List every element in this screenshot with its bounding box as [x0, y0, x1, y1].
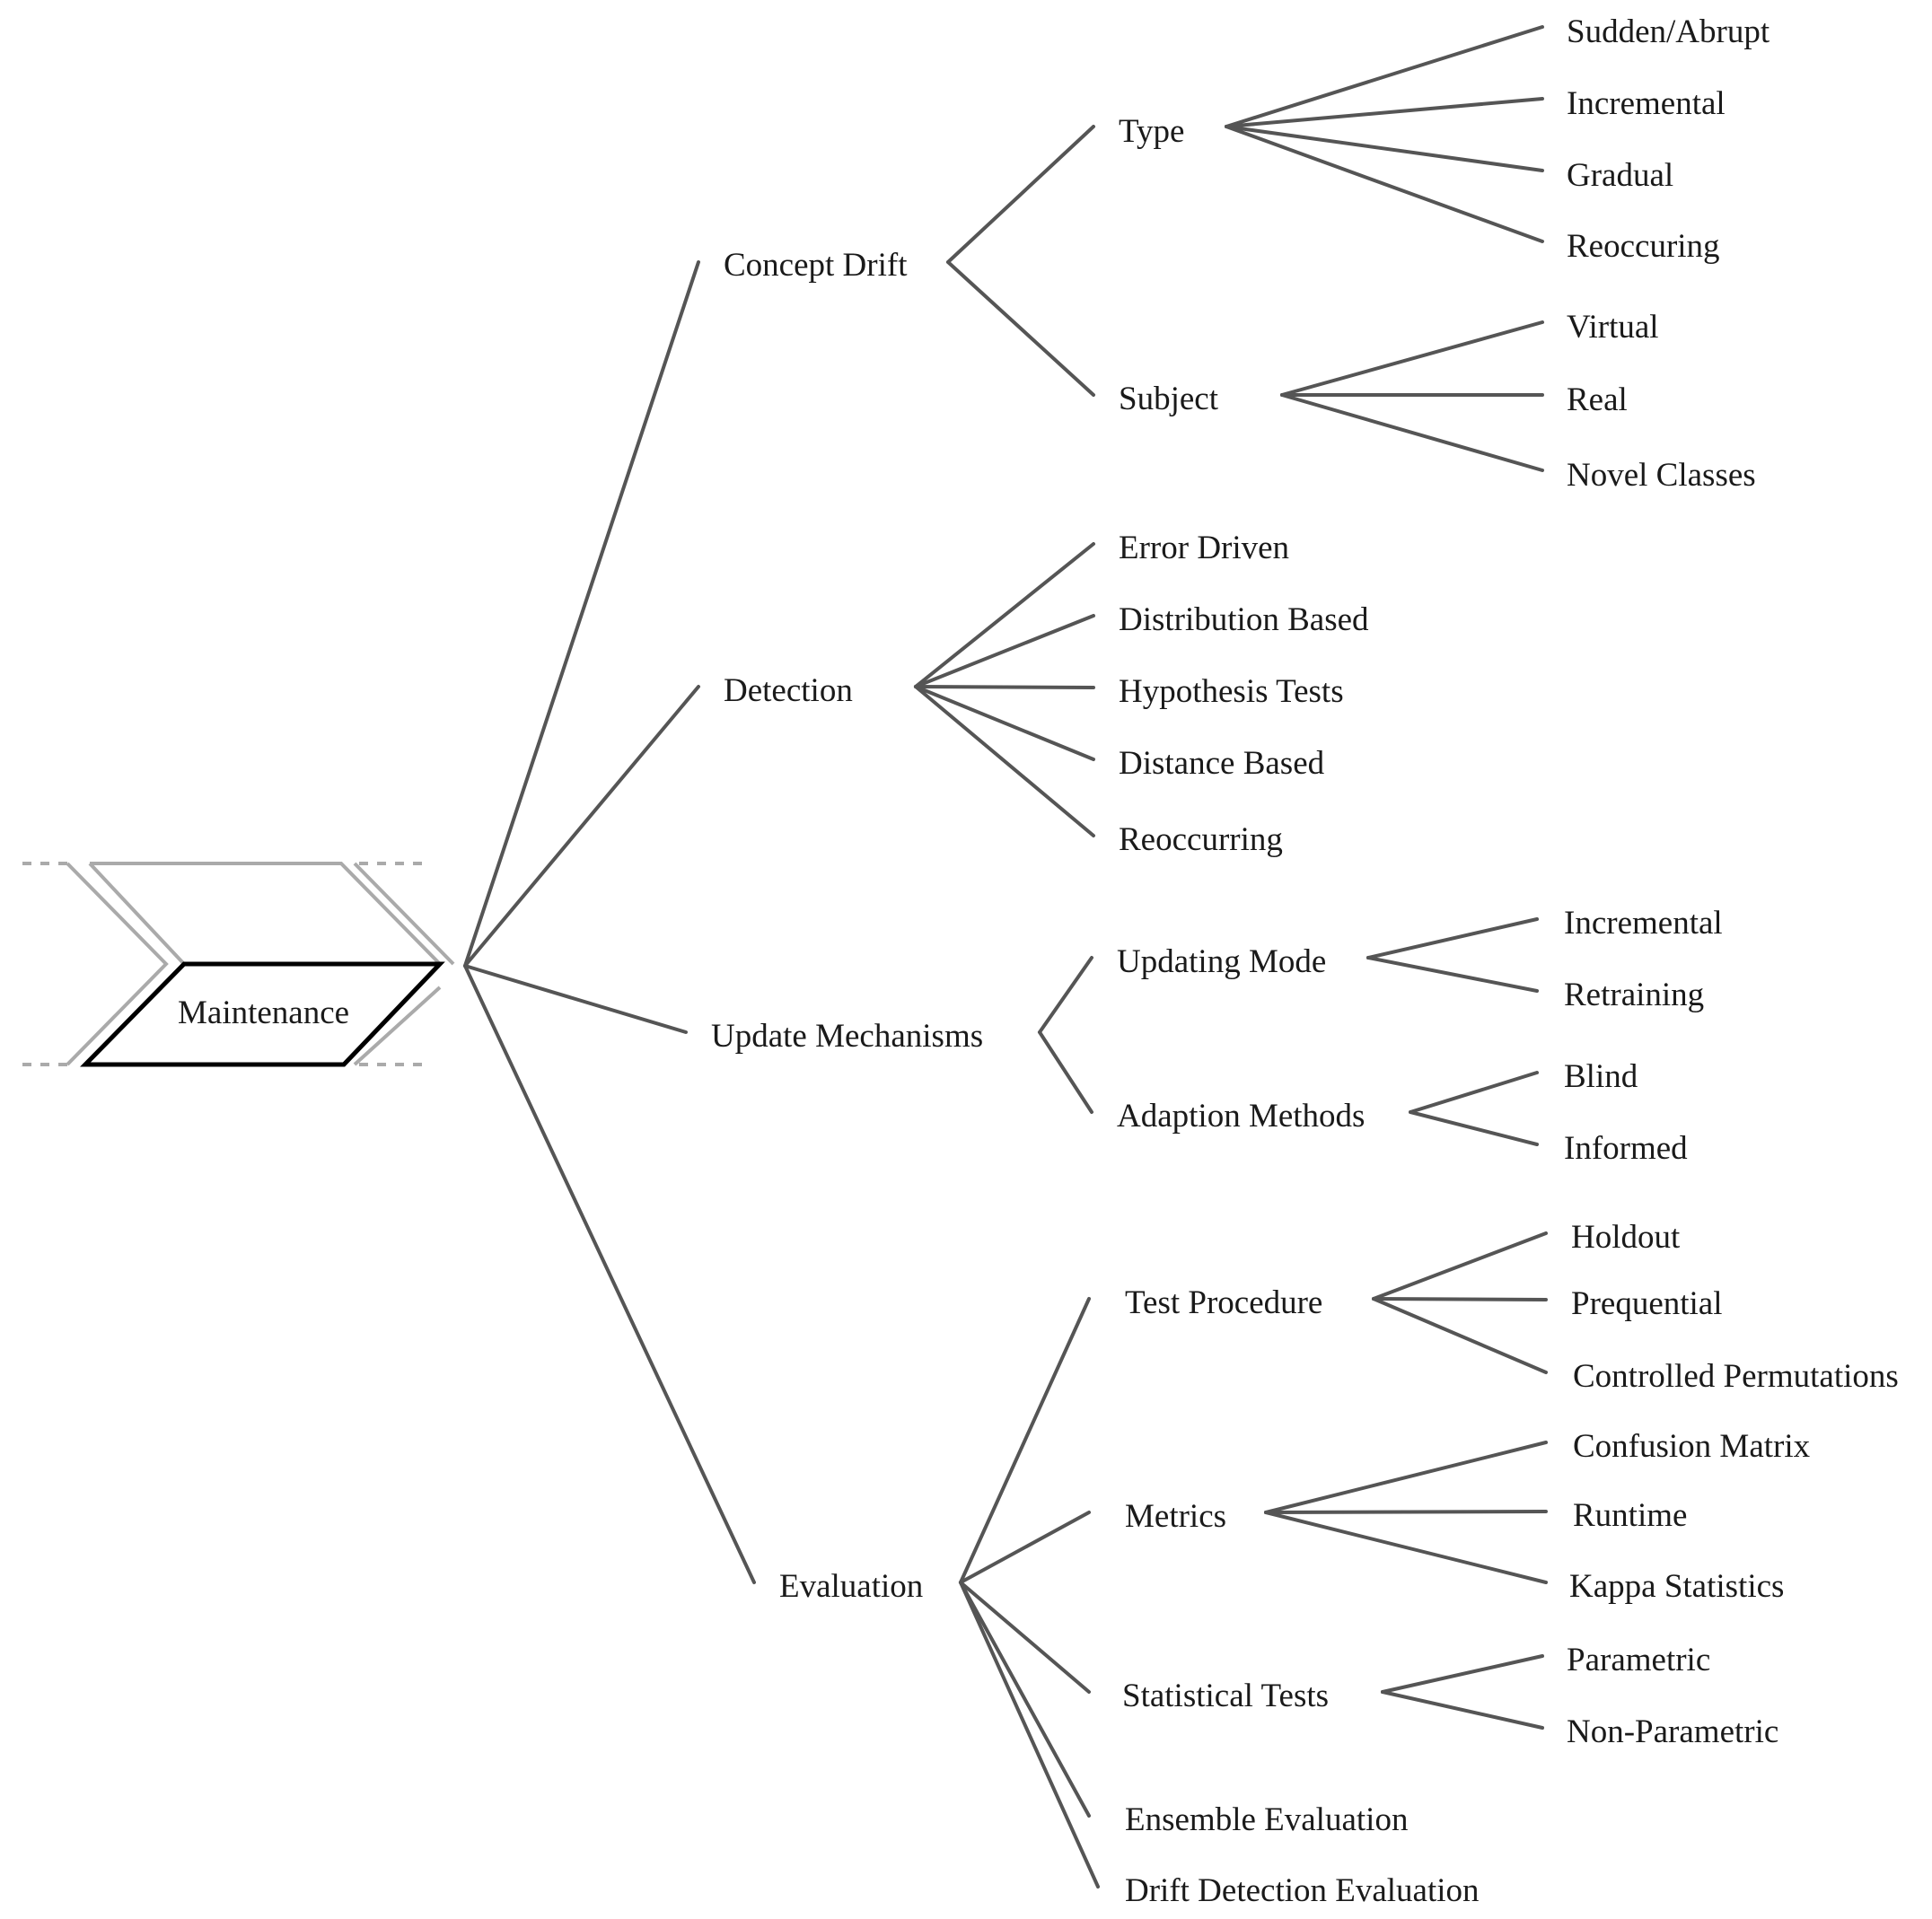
edge-detection-to-det-distribution	[914, 614, 1095, 688]
node-label-type-incremental: Incremental	[1567, 85, 1726, 122]
edge-update-to-updating-mode	[1038, 956, 1093, 1034]
node-label-tp-controlled: Controlled Permutations	[1573, 1358, 1899, 1395]
edge-detection-to-det-distance	[914, 685, 1095, 761]
edge-detection-to-det-error	[914, 542, 1095, 688]
edge-concept-drift-to-type	[946, 125, 1095, 264]
edge-updating-mode-to-um-retraining	[1366, 956, 1539, 993]
edge-type-to-type-reoccuring	[1225, 125, 1544, 243]
node-label-am-blind: Blind	[1564, 1058, 1638, 1095]
edge-stat-tests-to-st-nonparametric	[1381, 1690, 1544, 1730]
edge-update-to-adaption	[1038, 1030, 1093, 1114]
node-label-det-reoccurring: Reoccurring	[1119, 821, 1283, 858]
edge-detection-to-det-hypothesis	[914, 685, 1095, 689]
node-label-concept-drift: Concept Drift	[724, 247, 908, 284]
edge-maintenance-to-evaluation	[463, 964, 756, 1584]
node-label-stat-tests: Statistical Tests	[1122, 1678, 1329, 1714]
node-label-det-distribution: Distribution Based	[1119, 601, 1369, 638]
node-label-drift-detection-eval: Drift Detection Evaluation	[1125, 1872, 1480, 1909]
edge-subject-to-subject-novel	[1280, 393, 1544, 472]
tree-edges	[463, 25, 1548, 1888]
node-label-test-procedure: Test Procedure	[1125, 1284, 1322, 1321]
edge-test-procedure-to-tp-controlled	[1372, 1297, 1548, 1374]
edge-type-to-type-incremental	[1225, 97, 1544, 128]
node-label-st-parametric: Parametric	[1567, 1642, 1710, 1678]
edge-test-procedure-to-tp-prequential	[1372, 1297, 1548, 1301]
maintenance-shape	[80, 961, 445, 1067]
edge-adaption-to-am-informed	[1409, 1110, 1539, 1146]
node-label-adaption: Adaption Methods	[1117, 1098, 1365, 1135]
node-label-tp-holdout: Holdout	[1571, 1219, 1681, 1256]
edge-type-to-type-sudden	[1225, 25, 1544, 128]
edge-evaluation-to-test-procedure	[959, 1297, 1091, 1584]
node-label-maintenance: Maintenance	[178, 995, 349, 1031]
node-label-subject: Subject	[1119, 381, 1219, 417]
node-label-evaluation: Evaluation	[779, 1568, 923, 1605]
node-label-metrics: Metrics	[1125, 1498, 1226, 1535]
node-label-m-runtime: Runtime	[1573, 1497, 1687, 1534]
node-label-m-kappa: Kappa Statistics	[1569, 1568, 1784, 1605]
node-label-m-confusion: Confusion Matrix	[1573, 1428, 1811, 1465]
node-label-type: Type	[1119, 113, 1184, 150]
edge-evaluation-to-ensemble-eval	[959, 1581, 1091, 1818]
edge-evaluation-to-metrics	[959, 1511, 1091, 1584]
node-label-update: Update Mechanisms	[711, 1018, 983, 1055]
edge-type-to-type-gradual	[1225, 125, 1544, 172]
edge-evaluation-to-stat-tests	[959, 1581, 1091, 1694]
node-label-um-incremental: Incremental	[1564, 905, 1723, 942]
node-label-subject-virtual: Virtual	[1567, 309, 1659, 346]
node-label-type-reoccuring: Reoccuring	[1567, 228, 1720, 265]
edge-evaluation-to-drift-detection-eval	[959, 1581, 1100, 1888]
node-label-det-error: Error Driven	[1119, 530, 1289, 566]
edge-test-procedure-to-tp-holdout	[1372, 1231, 1548, 1301]
edge-stat-tests-to-st-parametric	[1381, 1654, 1544, 1694]
node-label-det-hypothesis: Hypothesis Tests	[1119, 673, 1344, 710]
node-label-type-sudden: Sudden/Abrupt	[1567, 13, 1770, 50]
node-label-um-retraining: Retraining	[1564, 977, 1704, 1013]
edge-updating-mode-to-um-incremental	[1366, 917, 1539, 960]
edge-maintenance-to-concept-drift	[463, 260, 700, 968]
edge-maintenance-to-update	[463, 964, 688, 1034]
node-label-am-informed: Informed	[1564, 1130, 1688, 1167]
node-label-st-nonparametric: Non-Parametric	[1567, 1713, 1778, 1750]
node-label-updating-mode: Updating Mode	[1117, 943, 1326, 980]
edge-metrics-to-m-kappa	[1264, 1511, 1548, 1584]
maintenance-chevron	[22, 862, 455, 1067]
tree-labels: Maintenance Concept Drift Type Sudden/Abrup…	[178, 13, 1899, 1909]
node-label-detection: Detection	[724, 672, 853, 709]
edge-metrics-to-m-confusion	[1264, 1441, 1548, 1514]
edge-adaption-to-am-blind	[1409, 1071, 1539, 1114]
edge-maintenance-to-detection	[463, 685, 700, 968]
node-label-subject-novel: Novel Classes	[1567, 457, 1756, 494]
edge-subject-to-subject-virtual	[1280, 320, 1544, 397]
node-label-det-distance: Distance Based	[1119, 745, 1325, 782]
edge-concept-drift-to-subject	[946, 260, 1095, 397]
edge-detection-to-det-reoccurring	[914, 685, 1095, 837]
node-label-ensemble-eval: Ensemble Evaluation	[1125, 1801, 1408, 1838]
node-label-subject-real: Real	[1567, 381, 1628, 418]
node-label-type-gradual: Gradual	[1567, 157, 1673, 194]
node-label-tp-prequential: Prequential	[1571, 1285, 1723, 1322]
